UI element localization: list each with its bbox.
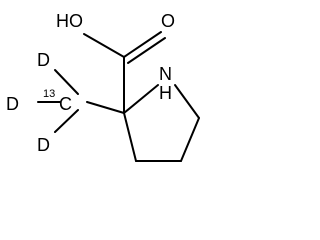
bond-labeled-carbon-to-d-bottom xyxy=(54,109,79,133)
bond-ring-c5-to-c4 xyxy=(180,117,200,162)
carbonyl-oxygen-label: O xyxy=(161,11,175,31)
bond-carboxyl-c-oh xyxy=(83,33,125,58)
deuterium-left-label: D xyxy=(6,94,19,114)
bond-carboxyl-c-o-2 xyxy=(127,37,166,64)
hydroxyl-label: HO xyxy=(56,11,83,31)
deuterium-bottom-label: D xyxy=(37,135,50,155)
deuterium-top-label: D xyxy=(37,50,50,70)
bond-n-to-ring-c5 xyxy=(174,84,200,119)
bond-carboxyl-c-o-1 xyxy=(123,31,162,58)
ring-hydrogen-label: H xyxy=(159,83,172,103)
labeled-carbon-label: C xyxy=(59,94,72,114)
bond-quaternary-to-labeled-carbon xyxy=(86,101,125,114)
atom-labels: HO O N H D D D 13 C xyxy=(6,11,175,155)
bond-quaternary-to-n xyxy=(123,84,159,114)
isotope-mass-label: 13 xyxy=(43,88,55,100)
chemical-structure: HO O N H D D D 13 C xyxy=(6,11,200,162)
ring-nitrogen-label: N xyxy=(159,64,172,84)
bond-ring-c3-to-quaternary xyxy=(123,112,137,162)
bond-labeled-carbon-to-d-top xyxy=(54,69,79,95)
bonds xyxy=(37,31,200,162)
